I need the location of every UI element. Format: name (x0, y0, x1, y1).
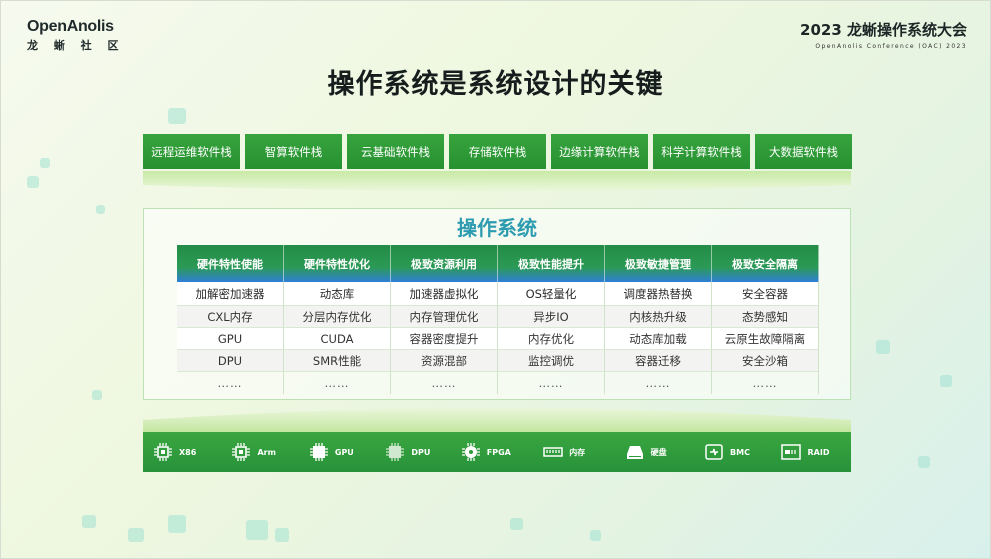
column-header: 极致安全隔离 (712, 245, 819, 282)
feature-cell: 内存管理优化 (391, 306, 498, 328)
hw-label: DPU (411, 447, 431, 457)
column-header: 硬件特性使能 (177, 245, 284, 282)
decor-cube (940, 375, 952, 387)
os-title: 操作系统 (457, 216, 537, 240)
openanolis-logo: OpenAnolis 龙 蜥 社 区 (27, 18, 125, 53)
stack-science: 科学计算软件栈 (653, 134, 750, 169)
gpu-chip-icon (309, 443, 328, 461)
column-header: 极致资源利用 (391, 245, 498, 282)
feature-cell: CUDA (284, 328, 391, 350)
hw-raid: RAID (781, 442, 851, 462)
feature-cell: SMR性能 (284, 350, 391, 372)
decor-cube (918, 456, 930, 468)
hw-fpga: FPGA (461, 442, 543, 462)
hw-x86: X86 (153, 442, 231, 462)
raid-icon (781, 444, 802, 460)
feature-cell: 监控调优 (498, 350, 605, 372)
decor-cube (27, 176, 39, 188)
conference-badge: 2023 龙蜥操作系统大会 OpenAnolis Conference (OAC… (800, 19, 967, 50)
cpu-chip-icon (154, 443, 172, 461)
feature-cell: 内核热升级 (605, 306, 712, 328)
bmc-icon (705, 444, 723, 460)
logo-name: OpenAnolis (27, 18, 114, 35)
decor-cube (590, 530, 601, 541)
more-ellipsis: …… (391, 372, 498, 394)
stack-storage: 存储软件栈 (449, 134, 546, 169)
hw-label: BMC (730, 447, 750, 457)
stack-ops: 远程运维软件栈 (143, 134, 240, 169)
decor-cube (128, 528, 144, 542)
decor-cube (40, 158, 50, 168)
dpu-chip-icon (386, 443, 405, 461)
decor-cube (168, 515, 186, 533)
decor-cube (92, 390, 102, 400)
column-header: 极致性能提升 (498, 245, 605, 282)
feature-cell: 加速器虚拟化 (391, 282, 498, 306)
hw-gpu: GPU (309, 442, 385, 462)
more-ellipsis: …… (284, 372, 391, 394)
cpu-chip-icon (232, 443, 251, 461)
feature-cell: 云原生故障隔离 (712, 328, 819, 350)
feature-cell: 动态库加载 (605, 328, 712, 350)
feature-cell: DPU (177, 350, 284, 372)
disk-icon (626, 446, 643, 459)
hw-arm: Arm (231, 442, 308, 462)
hw-label: 内存 (569, 447, 586, 457)
hw-disk: 硬盘 (625, 442, 704, 462)
slide-title: 操作系统是系统设计的关键 (327, 69, 664, 100)
decor-cube (246, 520, 268, 540)
feature-cell: 加解密加速器 (177, 282, 284, 306)
stack-ai: 智算软件栈 (245, 134, 342, 169)
stack-edge: 边缘计算软件栈 (551, 134, 648, 169)
feature-cell: GPU (177, 328, 284, 350)
os-feature-grid: 硬件特性使能 硬件特性优化 极致资源利用 极致性能提升 极致敏捷管理 极致安全隔… (177, 245, 819, 394)
more-ellipsis: …… (712, 372, 819, 394)
feature-cell: 态势感知 (712, 306, 819, 328)
feature-cell: 内存优化 (498, 328, 605, 350)
more-ellipsis: …… (605, 372, 712, 394)
feature-cell: 异步IO (498, 306, 605, 328)
conference-title: 2023 龙蜥操作系统大会 (800, 21, 967, 39)
software-stack-row: 远程运维软件栈 智算软件栈 云基础软件栈 存储软件栈 边缘计算软件栈 科学计算软… (143, 134, 852, 169)
logo-subtitle: 龙 蜥 社 区 (27, 39, 125, 52)
feature-cell: 安全容器 (712, 282, 819, 306)
more-ellipsis: …… (177, 372, 284, 394)
memory-icon (543, 447, 563, 457)
feature-cell: CXL内存 (177, 306, 284, 328)
hw-memory: 内存 (543, 442, 624, 462)
conference-subtitle: OpenAnolis Conference (OAC) 2023 (815, 43, 967, 50)
feature-cell: 调度器热替换 (605, 282, 712, 306)
feature-cell: 容器密度提升 (391, 328, 498, 350)
decor-cube (168, 108, 186, 124)
hw-label: FPGA (486, 447, 511, 457)
bottom-funnel (143, 408, 851, 432)
hw-dpu: DPU (385, 442, 460, 462)
feature-cell: 动态库 (284, 282, 391, 306)
feature-cell: 容器迁移 (605, 350, 712, 372)
hw-label: GPU (334, 447, 354, 457)
feature-cell: 安全沙箱 (712, 350, 819, 372)
hardware-bar: X86 Arm GPU DPU FPGA 内存 硬盘 BMC RAID (143, 432, 851, 472)
hw-label: 硬盘 (650, 447, 667, 457)
hw-bmc: BMC (704, 442, 781, 462)
decor-cube (510, 518, 523, 530)
hw-label: Arm (257, 447, 276, 457)
stack-cloud: 云基础软件栈 (347, 134, 444, 169)
column-header: 硬件特性优化 (284, 245, 391, 282)
column-header: 极致敏捷管理 (605, 245, 712, 282)
more-ellipsis: …… (498, 372, 605, 394)
decor-cube (82, 515, 96, 528)
feature-cell: 分层内存优化 (284, 306, 391, 328)
decor-cube (876, 340, 890, 354)
feature-cell: OS轻量化 (498, 282, 605, 306)
feature-cell: 资源混部 (391, 350, 498, 372)
decor-cube (96, 205, 105, 214)
fpga-chip-icon (461, 443, 480, 461)
hw-label: X86 (179, 447, 197, 457)
hw-label: RAID (807, 447, 830, 457)
stack-bigdata: 大数据软件栈 (755, 134, 852, 169)
top-funnel (143, 171, 851, 191)
decor-cube (275, 528, 289, 542)
